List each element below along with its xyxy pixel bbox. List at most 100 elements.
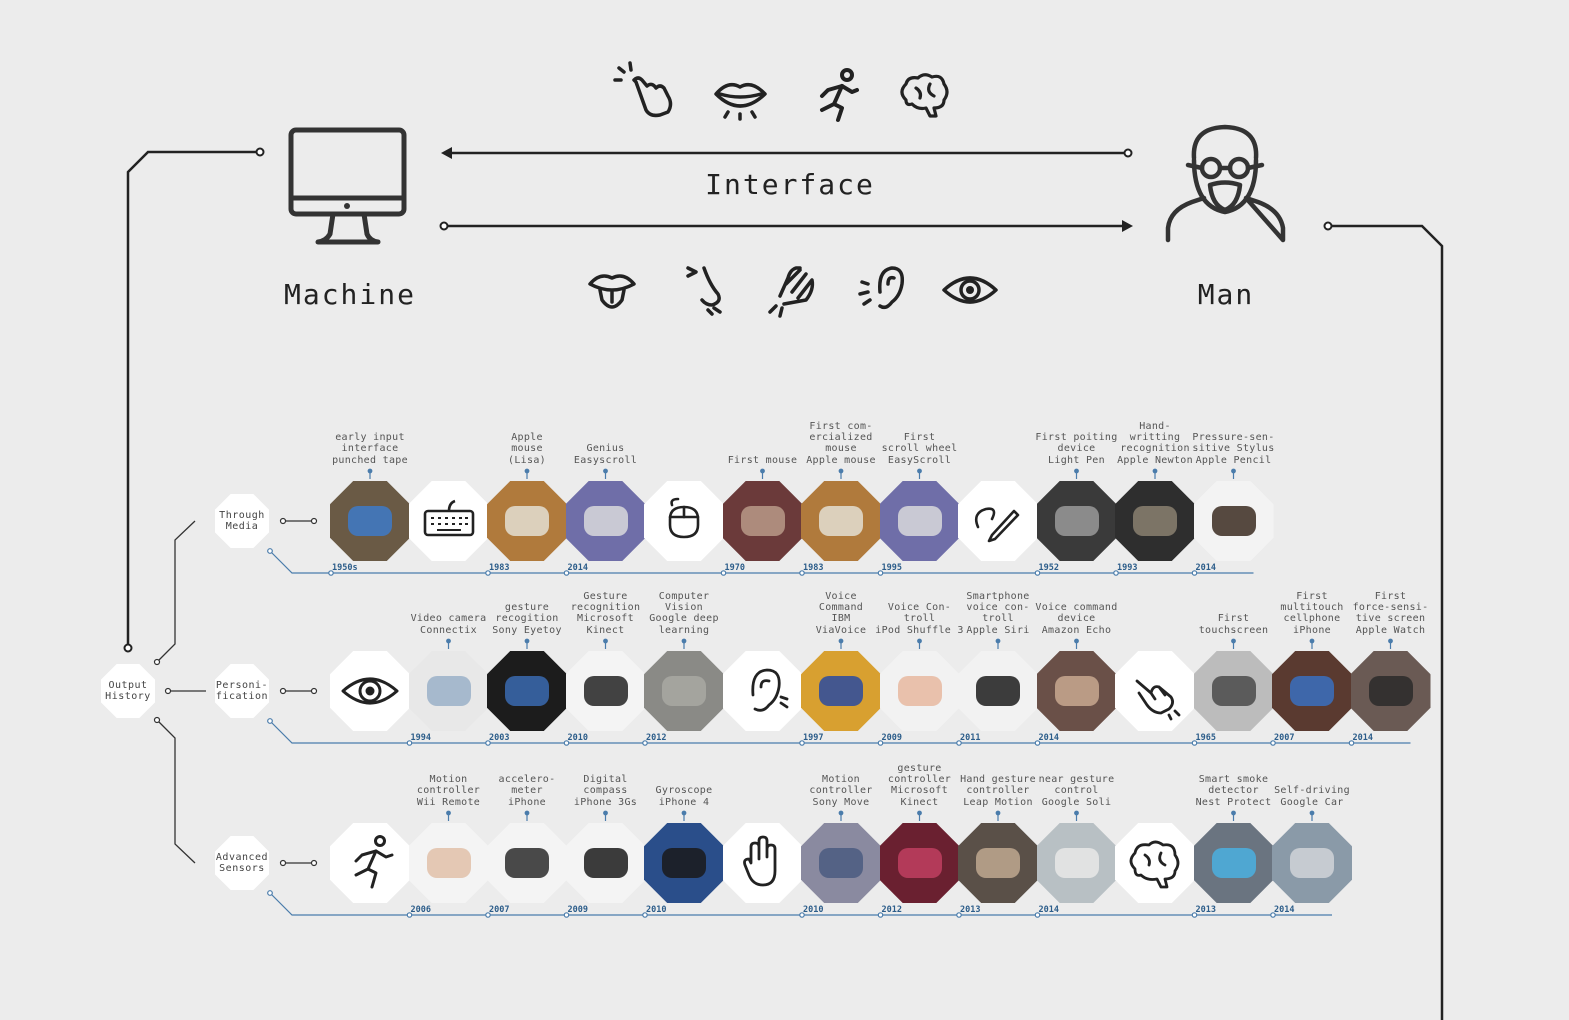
year-label: 2010: [567, 733, 588, 743]
year-label: 2010: [803, 905, 824, 915]
label-dot: [1388, 638, 1393, 644]
year-dot: [1113, 570, 1119, 576]
label-dot: [1309, 810, 1315, 816]
year-label: 1993: [1117, 563, 1138, 573]
device-label: First scroll wheel EasyScroll: [881, 432, 958, 466]
device-label: Voice Command IBM ViaVoice: [815, 590, 867, 636]
device-shape: [505, 506, 549, 536]
root-node-output-history: Output History: [101, 664, 155, 718]
device-shape: [583, 848, 628, 878]
label-dot: [1231, 638, 1236, 644]
year-dot: [877, 570, 884, 576]
connector-dot: [310, 859, 318, 867]
year-label: 2014: [1352, 733, 1373, 743]
year-dot: [877, 740, 884, 746]
running-person-icon: [330, 823, 410, 903]
label-dot: [1074, 468, 1079, 474]
label-dot: [367, 468, 373, 474]
device-photo: [644, 651, 724, 731]
device-label: Smart smoke detector Nest Protect: [1195, 774, 1272, 808]
branch-line: [156, 520, 196, 663]
label-dot: [1309, 638, 1315, 644]
label-dot: [838, 810, 844, 816]
device-label: Voice Con- troll iPod Shuffle 3: [875, 602, 964, 636]
year-label: 2012: [646, 733, 667, 743]
year-dot: [720, 570, 727, 576]
device-photo: [408, 823, 489, 903]
year-dot: [563, 570, 570, 576]
label-dot: [838, 468, 844, 474]
device-shape: [1054, 848, 1099, 878]
label-dot: [1152, 468, 1158, 474]
label-dot: [446, 810, 451, 816]
year-label: 1997: [803, 733, 824, 743]
year-label: 1983: [489, 563, 510, 573]
timeline-dot: [267, 548, 273, 554]
branch-dot: [153, 716, 161, 724]
year-dot: [485, 740, 491, 746]
device-label: First multitouch cellphone iPhone: [1280, 590, 1344, 636]
device-shape: [1133, 506, 1177, 536]
year-label: 1970: [724, 563, 745, 573]
device-label: gesture controller Microsoft Kinect: [887, 762, 952, 808]
touch-hand-icon: [1115, 651, 1195, 731]
label-dot: [917, 810, 922, 816]
year-dot: [328, 570, 334, 576]
year-dot: [1191, 912, 1198, 918]
device-photo: [1193, 823, 1274, 903]
year-label: 2014: [1195, 563, 1216, 573]
category-node: Through Media: [215, 494, 269, 548]
year-dot: [1270, 912, 1276, 918]
year-dot: [485, 912, 491, 918]
year-label: 2013: [1195, 905, 1216, 915]
year-label: 1950s: [332, 563, 358, 573]
label-dot: [681, 638, 687, 644]
device-shape: [1211, 676, 1256, 706]
device-photo: [958, 823, 1038, 903]
device-label: Motion controller Wii Remote: [416, 774, 481, 808]
device-label: Gesture recognition Microsoft Kinect: [570, 590, 641, 636]
device-photo: [487, 651, 567, 731]
device-shape: [819, 676, 863, 706]
device-shape: [1290, 676, 1334, 706]
branch-line: [156, 719, 196, 864]
device-label: Smartphone voice con- troll Apple Siri: [966, 590, 1030, 636]
device-shape: [348, 506, 392, 536]
device-photo: [565, 481, 646, 561]
year-label: 2014: [1038, 733, 1059, 743]
eye-icon: [330, 651, 410, 731]
device-label: early input interface punched tape: [332, 432, 408, 466]
device-photo: [722, 481, 803, 561]
year-dot: [877, 912, 884, 918]
device-photo: [565, 651, 646, 731]
year-dot: [799, 912, 805, 918]
timeline-baseline: [269, 550, 1254, 574]
year-dot: [1348, 740, 1355, 746]
device-photo: [801, 651, 881, 731]
device-photo: [487, 823, 567, 903]
device-shape: [1054, 676, 1099, 706]
device-shape: [819, 848, 863, 878]
year-dot: [1270, 740, 1276, 746]
ear-icon: [722, 651, 803, 731]
device-label: First com- ercialized mouse Apple mouse: [806, 420, 876, 466]
device-label: accelero- meter iPhone: [498, 774, 556, 808]
year-dot: [956, 740, 962, 746]
device-photo: [801, 823, 881, 903]
device-label: Video camera Connectix: [410, 613, 487, 636]
device-photo: [879, 823, 960, 903]
year-label: 2011: [960, 733, 981, 743]
label-dot: [1074, 638, 1079, 644]
device-shape: [1290, 848, 1334, 878]
mouse-icon: [644, 481, 724, 561]
device-label: First mouse: [727, 454, 798, 466]
device-photo: [330, 481, 410, 561]
year-dot: [1034, 912, 1041, 918]
year-label: 2014: [1274, 905, 1295, 915]
device-photo: [1193, 651, 1274, 731]
